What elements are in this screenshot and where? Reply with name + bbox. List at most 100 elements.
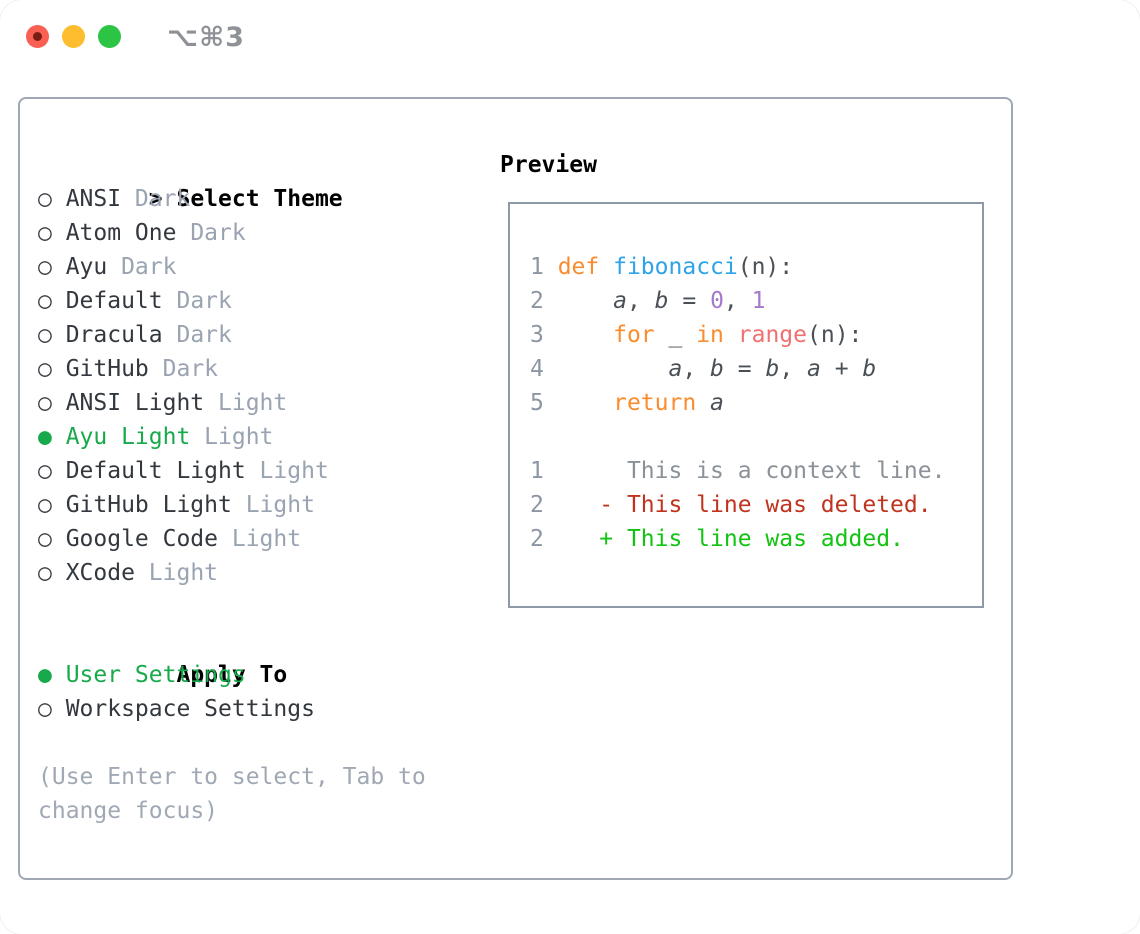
theme-option-default-light-light[interactable]: ○ Default Light Light xyxy=(38,454,426,488)
code-token-variable: a xyxy=(710,390,724,416)
radio-icon: ○ xyxy=(38,526,66,552)
code-token-added: + This line was added. xyxy=(543,526,904,552)
theme-variant-label: Light xyxy=(204,390,288,416)
code-token-number: 0 xyxy=(710,288,724,314)
theme-option-ayu-light-light[interactable]: ● Ayu Light Light xyxy=(38,420,426,454)
code-token-function: fibonacci xyxy=(613,254,738,280)
code-token-plain xyxy=(696,390,710,416)
close-button-dot-icon xyxy=(33,32,42,41)
theme-option-ansi-light-light[interactable]: ○ ANSI Light Light xyxy=(38,386,426,420)
theme-variant-label: Dark xyxy=(162,288,232,314)
theme-option-dracula-dark[interactable]: ○ Dracula Dark xyxy=(38,318,426,352)
radio-icon: ○ xyxy=(38,696,66,722)
code-token-linenum: 2 xyxy=(530,492,544,518)
radio-icon: ○ xyxy=(38,356,66,382)
radio-icon: ○ xyxy=(38,322,66,348)
theme-variant-label: Light xyxy=(231,492,315,518)
code-line: 1 This is a context line. xyxy=(530,454,945,488)
preview-title: Preview xyxy=(500,152,597,178)
code-token-number: 1 xyxy=(751,288,766,314)
theme-name: GitHub Light xyxy=(65,492,232,518)
theme-variant-label: Dark xyxy=(107,254,177,280)
select-theme-header: > Select Theme xyxy=(38,148,426,212)
theme-variant-label: Dark xyxy=(162,322,232,348)
theme-option-default-dark[interactable]: ○ Default Dark xyxy=(38,284,426,318)
code-token-plain: , xyxy=(682,356,711,382)
zoom-button[interactable] xyxy=(98,25,121,48)
code-line: 5 return a xyxy=(530,386,945,420)
code-token-plain: + xyxy=(820,356,863,382)
code-token-linenum: 1 xyxy=(530,254,558,280)
radio-icon: ○ xyxy=(38,288,66,314)
apply-option-workspace-settings[interactable]: ○ Workspace Settings xyxy=(38,692,426,726)
code-token-keyword: def xyxy=(557,254,600,280)
hint-line-1: (Use Enter to select, Tab to xyxy=(38,764,426,790)
code-token-keyword: in xyxy=(696,322,724,348)
code-token-plain xyxy=(599,254,613,280)
theme-variant-label: Dark xyxy=(176,220,246,246)
radio-icon: ○ xyxy=(38,390,66,416)
code-token-linenum: 1 xyxy=(530,458,544,484)
apply-option-user-settings[interactable]: ● User Settings xyxy=(38,658,426,692)
theme-variant-label: Light xyxy=(134,560,219,586)
code-token-plain xyxy=(558,390,613,416)
theme-option-ayu-dark[interactable]: ○ Ayu Dark xyxy=(38,250,426,284)
code-line: 4 a, b = b, a + b xyxy=(530,352,945,386)
minimize-button[interactable] xyxy=(62,25,85,48)
theme-option-ansi-dark[interactable]: ○ ANSI Dark xyxy=(38,182,426,216)
theme-name: GitHub xyxy=(65,356,149,382)
hint-line-2: change focus) xyxy=(38,798,219,824)
code-token-keyword: return xyxy=(613,390,697,416)
theme-option-atom-one-dark[interactable]: ○ Atom One Dark xyxy=(38,216,426,250)
radio-icon: ○ xyxy=(38,560,66,586)
code-token-linenum: 2 xyxy=(530,526,544,552)
code-line: 3 for _ in range(n): xyxy=(530,318,945,352)
code-token-linenum: 4 xyxy=(530,356,558,382)
theme-panel: >Select Theme ○ ANSI Dark○ Atom One Dark… xyxy=(38,148,426,828)
theme-name: ANSI xyxy=(65,186,122,212)
code-token-call: range xyxy=(737,322,807,348)
radio-selected-icon: ● xyxy=(38,424,66,450)
theme-variant-label: Light xyxy=(245,458,329,484)
theme-option-xcode-light[interactable]: ○ XCode Light xyxy=(38,556,426,590)
apply-list: ● User Settings○ Workspace Settings xyxy=(38,658,426,726)
code-line: 1 def fibonacci(n): xyxy=(530,250,945,284)
radio-icon: ○ xyxy=(38,220,66,246)
theme-option-google-code-light[interactable]: ○ Google Code Light xyxy=(38,522,426,556)
theme-variant-label: Light xyxy=(218,526,302,552)
theme-name: Default Light xyxy=(65,458,246,484)
theme-option-github-light-light[interactable]: ○ GitHub Light Light xyxy=(38,488,426,522)
code-token-linenum: 5 xyxy=(530,390,558,416)
terminal-panel: >Select Theme ○ ANSI Dark○ Atom One Dark… xyxy=(18,97,1013,880)
close-button[interactable] xyxy=(26,25,49,48)
window-shortcut-label: ⌥⌘3 xyxy=(167,22,245,53)
radio-icon: ○ xyxy=(38,254,66,280)
code-token-plain: , xyxy=(779,356,808,382)
code-token-keyword: for xyxy=(613,322,655,348)
code-token-plain: , xyxy=(626,288,655,314)
titlebar: ⌥⌘3 xyxy=(0,0,1140,72)
code-token-variable: a xyxy=(807,356,821,382)
theme-variant-label: Dark xyxy=(121,186,191,212)
code-token-plain xyxy=(558,356,669,382)
radio-selected-icon: ● xyxy=(38,662,66,688)
code-token-variable: b xyxy=(862,356,877,382)
code-token-plain: (n): xyxy=(807,322,863,348)
code-line: 2 - This line was deleted. xyxy=(530,488,945,522)
theme-list: ○ ANSI Dark○ Atom One Dark○ Ayu Dark○ De… xyxy=(38,182,426,590)
code-token-plain xyxy=(558,288,613,314)
select-theme-title: Select Theme xyxy=(176,186,343,212)
code-token-plain: , xyxy=(723,288,752,314)
code-token-plain xyxy=(724,322,738,348)
theme-option-github-dark[interactable]: ○ GitHub Dark xyxy=(38,352,426,386)
code-token-plain xyxy=(558,322,613,348)
spacer-row xyxy=(38,590,426,624)
theme-name: Atom One xyxy=(65,220,177,246)
code-token-plain: _ xyxy=(654,322,697,348)
apply-to-header: Apply To xyxy=(38,624,426,688)
code-token-context: This is a context line. xyxy=(543,458,946,484)
focus-indicator-icon: > xyxy=(148,186,163,212)
code-token-variable: b xyxy=(710,356,724,382)
